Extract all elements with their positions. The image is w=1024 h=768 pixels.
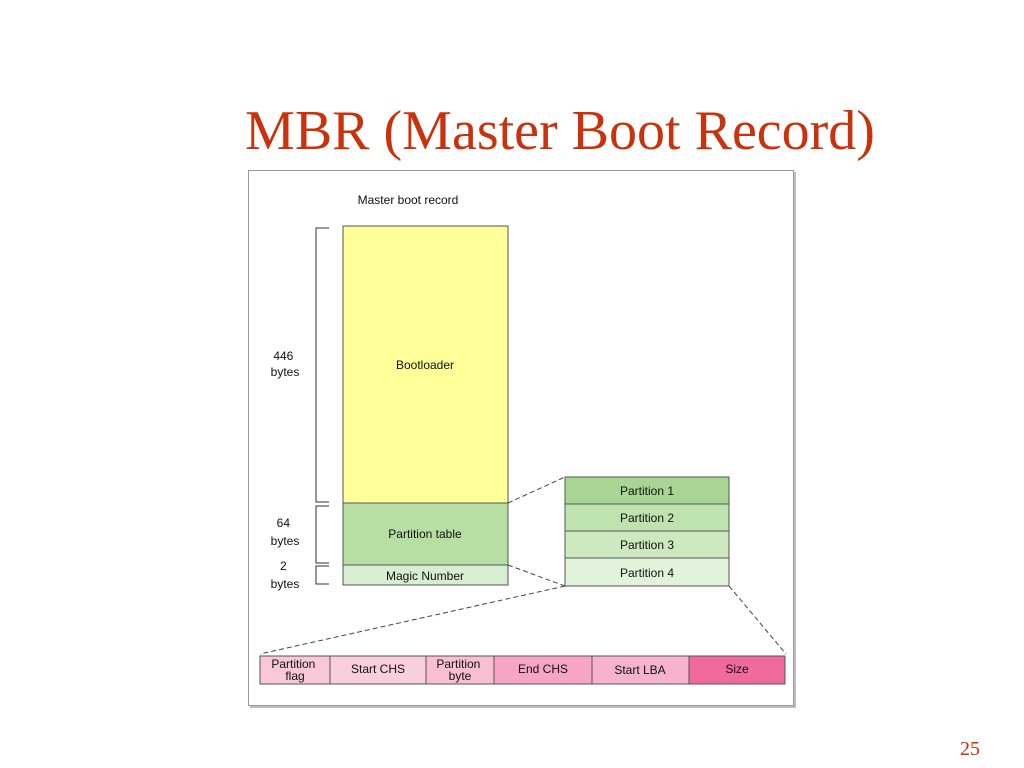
partition-flag-field xyxy=(259,655,331,685)
partition-table-bracket xyxy=(315,505,329,564)
connector-table-top xyxy=(507,476,566,504)
mbr-diagram: Master boot record Bootloader Partition … xyxy=(248,170,798,710)
zoom-connectors xyxy=(259,476,787,655)
diagram-header: Master boot record xyxy=(358,193,459,207)
start-lba-label: Start LBA xyxy=(614,663,665,677)
bootloader-bracket xyxy=(315,227,329,503)
figure-frame xyxy=(248,170,794,706)
page-number: 25 xyxy=(960,738,980,760)
size-brackets xyxy=(315,227,329,585)
partition-flag-label: Partition flag xyxy=(271,657,318,683)
connector-entry-right xyxy=(728,585,787,655)
partition-4-row xyxy=(564,557,730,587)
start-chs-field xyxy=(329,655,427,685)
magic-number-bracket xyxy=(315,565,329,585)
partition-table-size: 64 bytes xyxy=(271,516,300,548)
partition-4-label: Partition 4 xyxy=(620,566,674,580)
start-chs-label: Start CHS xyxy=(351,662,405,676)
partition-table-label: Partition table xyxy=(388,527,462,541)
bootloader-size: 446 bytes xyxy=(271,349,300,379)
slide-title: MBR (Master Boot Record) xyxy=(245,100,875,162)
size-label: Size xyxy=(725,662,749,676)
magic-number-label: Magic Number xyxy=(386,569,464,583)
end-chs-field xyxy=(493,655,593,685)
size-field xyxy=(688,655,786,685)
partition-2-label: Partition 2 xyxy=(620,511,674,525)
partition-1-label: Partition 1 xyxy=(620,484,674,498)
bootloader-label: Bootloader xyxy=(396,358,454,372)
partition-byte-field xyxy=(425,655,495,685)
end-chs-label: End CHS xyxy=(518,662,568,676)
partition-byte-label: Partition byte xyxy=(436,657,483,683)
bootloader-block xyxy=(342,225,509,504)
connector-table-bottom xyxy=(507,564,566,587)
partition-table-block xyxy=(342,502,509,566)
partition-3-row xyxy=(564,530,730,559)
partition-3-label: Partition 3 xyxy=(620,538,674,552)
magic-number-size: 2 bytes xyxy=(271,559,300,591)
magic-number-block xyxy=(342,564,509,586)
connector-entry-left xyxy=(259,585,566,655)
start-lba-field xyxy=(591,655,690,685)
